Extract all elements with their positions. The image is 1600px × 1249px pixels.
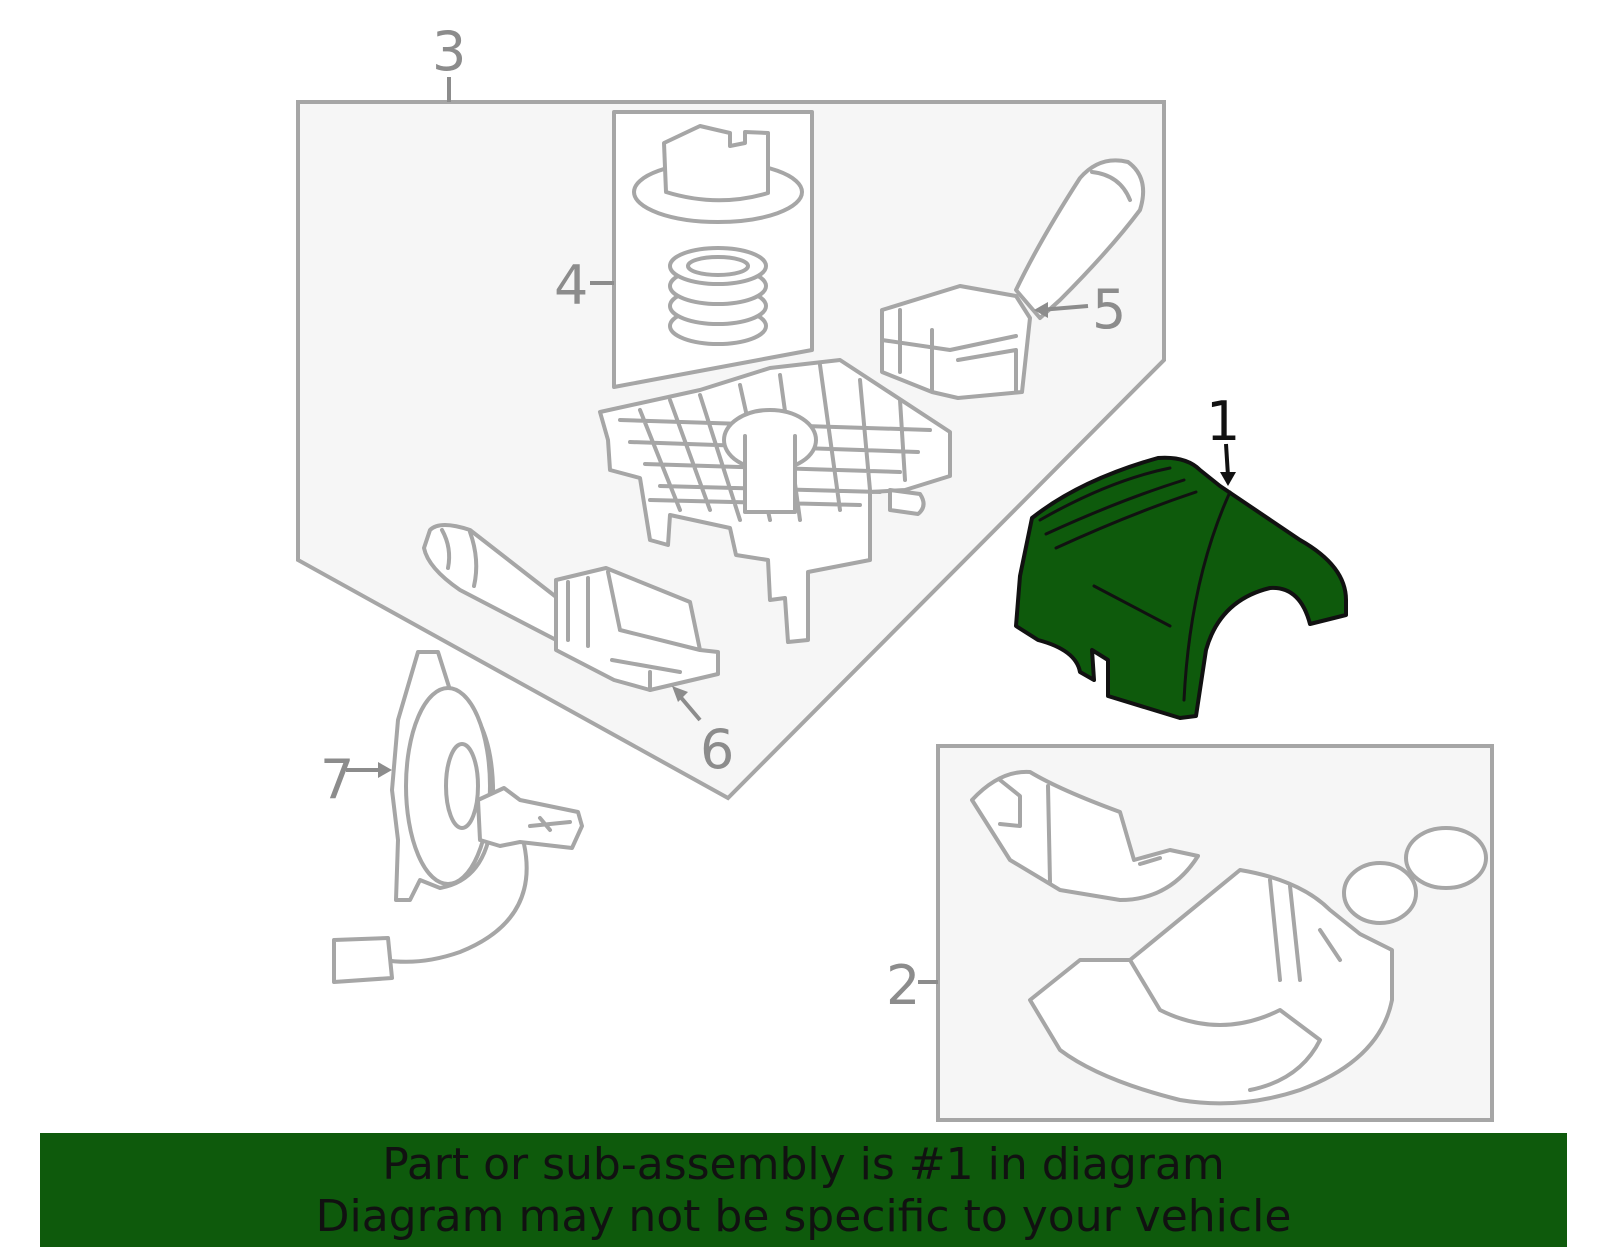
callout-1-leader [1224, 443, 1230, 477]
callout-1: 1 [1206, 390, 1240, 453]
part-2-lower-shroud-detail [1128, 878, 1342, 1092]
part-1-group: 1 [1014, 390, 1348, 720]
part-7-wire [382, 842, 529, 964]
switch-housing-group [598, 358, 952, 644]
banner-line-2: Diagram may not be specific to your vehi… [315, 1191, 1292, 1242]
callout-5-arrowhead [1034, 302, 1048, 318]
part-4-cam-body [662, 124, 770, 203]
info-banner: Part or sub-assembly is #1 in diagram Di… [40, 1133, 1567, 1247]
part-5-lever [1014, 158, 1145, 320]
callout-2: 2 [886, 954, 920, 1017]
part-2-group: 2 [886, 744, 1494, 1122]
callout-5: 5 [1092, 278, 1126, 341]
part-7-clockspring-hub [444, 742, 480, 830]
callout-4: 4 [554, 254, 588, 317]
callout-7: 7 [320, 748, 354, 811]
part-4-spring-5 [686, 255, 750, 277]
callout-3: 3 [432, 20, 466, 83]
callout-6-arrowhead [672, 686, 688, 702]
part-4-group: 4 [554, 110, 814, 389]
part-1-cover [1014, 455, 1348, 720]
part-7-connector-slots [528, 816, 572, 832]
part-5-group: 5 [880, 158, 1145, 400]
part-6-body-detail [566, 570, 702, 692]
part-2-ring-small [1342, 861, 1418, 925]
part-1-cover-ribs [1038, 466, 1232, 702]
part-7-plug [332, 936, 394, 984]
callout-7-arrowhead [378, 762, 392, 778]
part-7-connector [476, 786, 584, 850]
callout-1-arrowhead [1220, 472, 1236, 486]
switch-housing-column [743, 434, 797, 514]
part-5-body [880, 284, 1032, 400]
part-6-body [554, 566, 720, 692]
part-5-lever-tip [1090, 170, 1132, 202]
part-2-upper-shroud-detail [998, 778, 1162, 884]
part-2-upper-shroud [970, 769, 1200, 902]
banner-line-1: Part or sub-assembly is #1 in diagram [382, 1139, 1225, 1190]
part-2-lower-shroud [1028, 868, 1394, 1106]
part-6-group: 6 [422, 523, 734, 781]
switch-housing-pin [888, 488, 926, 516]
callout-6: 6 [700, 718, 734, 781]
part-7-group: 7 [320, 650, 584, 984]
part-6-lever-tip [440, 528, 479, 588]
part-2-ring-large [1404, 826, 1488, 890]
part-5-body-detail [880, 308, 1018, 394]
